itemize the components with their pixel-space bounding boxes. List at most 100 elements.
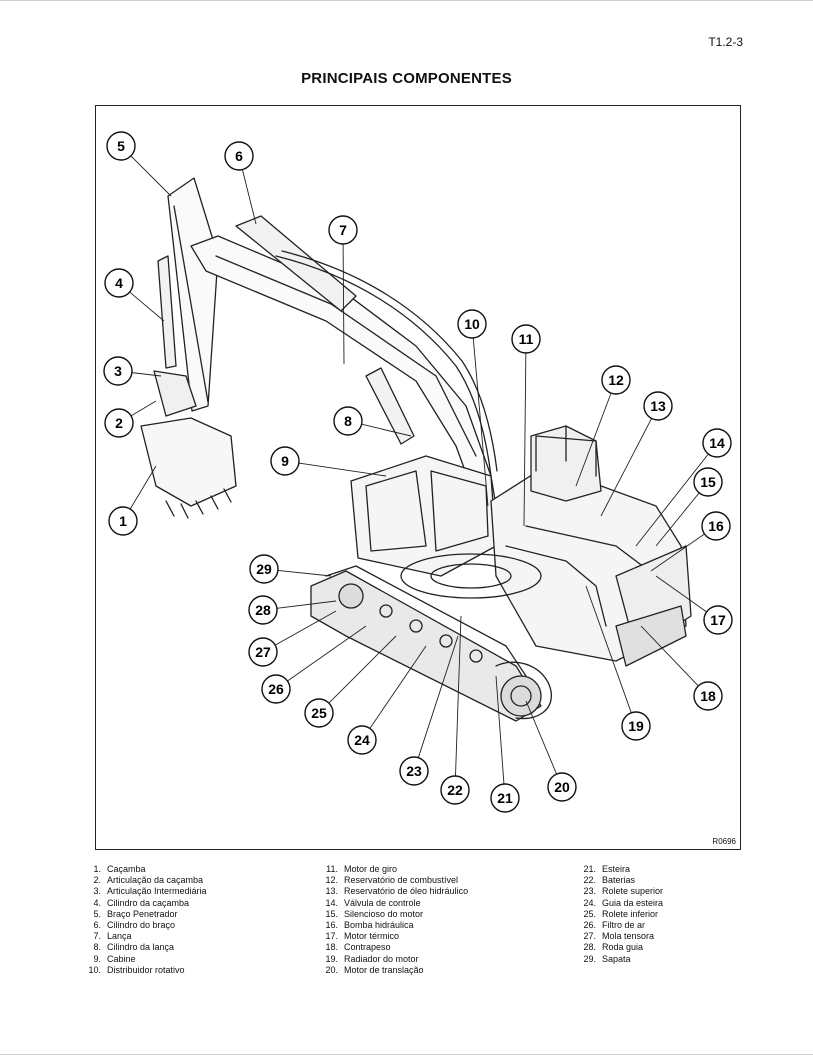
callout-number: 22 (447, 782, 463, 798)
callout-leader-line (276, 600, 337, 609)
callout-16: 16 (701, 511, 731, 541)
callout-circle (440, 775, 470, 805)
callout-number: 21 (497, 790, 513, 806)
legend-item: 14. Válvula de controle (322, 898, 468, 909)
callout-leader-line (600, 418, 652, 517)
callout-10: 10 (457, 309, 487, 339)
legend-item-label: Rolete inferior (602, 908, 659, 919)
legend-item-label: Motor térmico (344, 931, 400, 942)
callout-circle (333, 406, 363, 436)
legend-item-label: Esteira (602, 864, 631, 874)
callout-number: 5 (117, 138, 125, 154)
callout-4: 4 (104, 268, 134, 298)
callout-leader-line (655, 492, 700, 547)
legend-item: 25.Rolete inferior (580, 909, 663, 920)
legend-item: 16.Bomba hidráulica (322, 920, 468, 931)
legend-item-number: 1. (93, 864, 101, 874)
callout-circle (643, 391, 673, 421)
legend-item: 29. Sapata (580, 954, 663, 965)
legend-item-label: Contrapeso (344, 942, 391, 953)
callout-leader-line (274, 610, 337, 646)
legend-item-number: 7. (93, 931, 101, 942)
legend-item-label: Lança (107, 931, 132, 942)
legend-item-number: 15. (325, 908, 338, 919)
legend-item-number: 24. (583, 897, 596, 908)
callout-23: 23 (399, 756, 429, 786)
legend-item-label: Silencioso do motor (344, 908, 424, 919)
callout-number: 26 (268, 681, 284, 697)
legend-item: 18.Contrapeso (322, 942, 468, 953)
callout-circle (106, 131, 136, 161)
callout-leader-line (525, 700, 558, 775)
legend-item: 28.Roda guia (580, 942, 663, 953)
callout-number: 16 (708, 518, 724, 534)
callout-leader-line (241, 169, 257, 225)
callout-circle (104, 408, 134, 438)
callout-circle (399, 756, 429, 786)
callout-28: 28 (248, 595, 278, 625)
callout-number: 11 (519, 331, 534, 347)
legend-item-number: 27. (583, 931, 596, 942)
bottom-divider (0, 1054, 813, 1055)
callout-20: 20 (547, 772, 577, 802)
legend-item-number: 20. (325, 964, 338, 975)
legend-item-label: Válvula de controle (344, 897, 421, 908)
callout-25: 25 (304, 698, 334, 728)
callout-leader-line (129, 465, 157, 510)
page-reference: T1.2-3 (708, 35, 743, 49)
legend-item: 6.Cilindro do braço (85, 920, 207, 931)
legend-item-label: Reservatório de combustível (344, 875, 459, 886)
legend-item-label: Motor de giro (344, 864, 398, 874)
callout-1: 1 (108, 506, 138, 536)
legend-item: 10.Distribuidor rotativo (85, 965, 207, 976)
callout-circle (621, 711, 651, 741)
callout-circle (601, 365, 631, 395)
callout-circle (457, 309, 487, 339)
callout-leader-line (277, 570, 332, 577)
callout-circle (270, 446, 300, 476)
callout-number: 23 (406, 763, 422, 779)
legend-item-number: 14. (325, 897, 338, 908)
callout-leader-line (635, 453, 709, 547)
callout-leader-line (342, 243, 345, 365)
legend-item-label: Articulação da caçamba (107, 875, 204, 886)
callout-circle (347, 725, 377, 755)
callout-leader-line (131, 372, 162, 377)
callout-leader-line (585, 585, 632, 713)
callout-22: 22 (440, 775, 470, 805)
callout-leader-line (640, 625, 699, 687)
legend-item-number: 3. (93, 886, 101, 897)
legend-item-number: 29. (583, 953, 596, 964)
callout-circle (248, 637, 278, 667)
callout-29: 29 (249, 554, 279, 584)
excavator-drawing: 1234567891011121314151617181920212223242… (103, 131, 733, 813)
callout-leader-line (455, 615, 462, 777)
callout-circle (703, 605, 733, 635)
callout-leader-line (575, 392, 612, 487)
callout-14: 14 (702, 428, 732, 458)
callout-11: 11 (511, 324, 541, 354)
legend-item-number: 13. (325, 886, 338, 897)
legend-item-label: Cabine (107, 953, 136, 964)
callout-27: 27 (248, 637, 278, 667)
callout-leader-line (523, 352, 527, 527)
callout-19: 19 (621, 711, 651, 741)
callout-circle (693, 681, 723, 711)
callout-26: 26 (261, 674, 291, 704)
callout-number: 28 (255, 602, 271, 618)
callout-circle (328, 215, 358, 245)
callout-number: 18 (700, 688, 716, 704)
callout-circle (261, 674, 291, 704)
callout-leader-line (129, 291, 165, 322)
callout-7: 7 (328, 215, 358, 245)
legend-item-label: Sapata (602, 953, 631, 964)
callout-circle (702, 428, 732, 458)
legend-item: 3.Articulação Intermediária (85, 886, 206, 897)
callout-leader-line (328, 635, 397, 704)
callout-leader-line (287, 625, 367, 682)
callout-circle (103, 356, 133, 386)
legend-item-number: 17. (325, 931, 338, 942)
legend-item-label: Radiador do motor (344, 953, 419, 964)
